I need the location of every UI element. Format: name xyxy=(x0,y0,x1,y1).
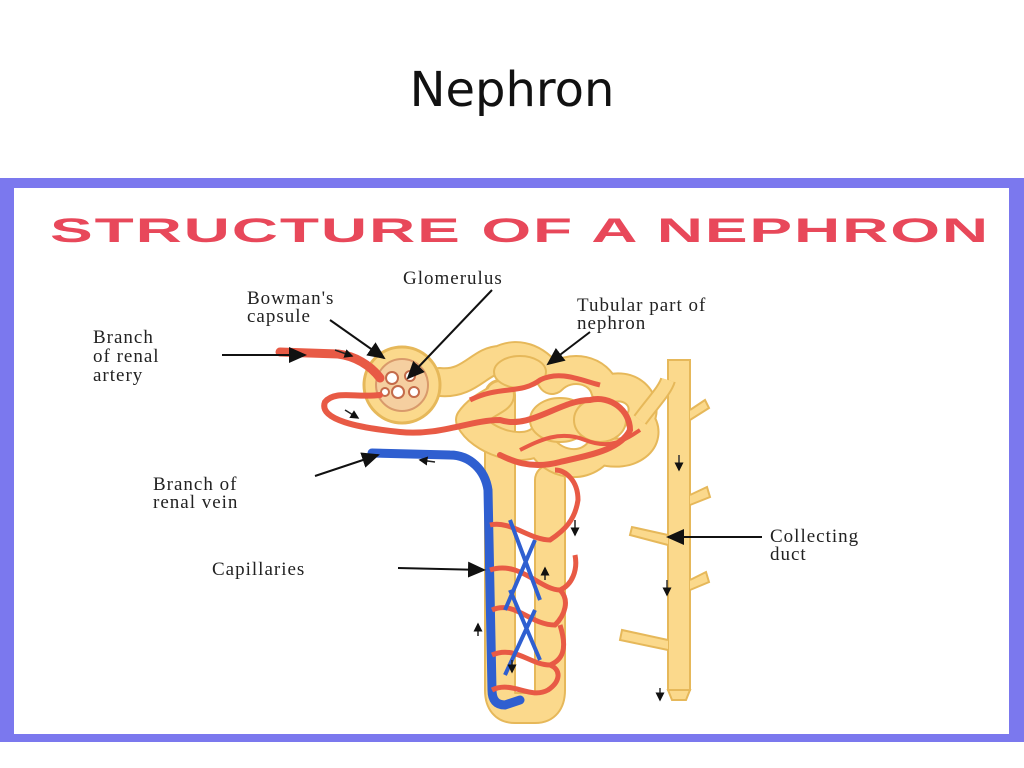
label-renal-artery-line1: Branch xyxy=(93,327,154,348)
label-renal-vein-line2: renal vein xyxy=(153,492,238,513)
tubular-part xyxy=(425,341,676,479)
label-collecting-duct-line1: Collecting xyxy=(770,526,859,547)
label-tubular-part-line1: Tubular part of xyxy=(577,295,706,316)
label-glomerulus: Glomerulus xyxy=(403,268,503,289)
label-bowmans-capsule-line2: capsule xyxy=(247,306,311,327)
collecting-duct xyxy=(618,359,712,702)
arrow-tubular-part xyxy=(546,331,591,366)
diagram-heading: STRUCTURE OF A NEPHRON xyxy=(50,212,990,250)
loop-of-henle xyxy=(484,379,566,724)
capillary-network xyxy=(489,467,581,696)
label-renal-artery-line3: artery xyxy=(93,365,143,386)
arrow-renal-vein xyxy=(314,452,380,477)
arrow-glomerulus xyxy=(406,289,493,380)
label-collecting-duct-line2: duct xyxy=(770,544,807,565)
bowmans-capsule xyxy=(362,345,442,425)
renal-artery-branch xyxy=(275,347,642,468)
renal-vein-branch xyxy=(367,448,525,710)
label-bowmans-capsule-line1: Bowman's xyxy=(247,288,334,309)
arrow-bowmans-capsule xyxy=(329,319,386,360)
label-renal-vein-line1: Branch of xyxy=(153,474,237,495)
label-tubular-part-line2: nephron xyxy=(577,313,646,334)
arrow-capillaries xyxy=(397,561,486,578)
leader-arrows xyxy=(222,289,762,578)
slide-title: Nephron xyxy=(409,62,615,118)
label-capillaries: Capillaries xyxy=(212,559,305,580)
label-renal-artery-line2: of renal xyxy=(93,346,160,367)
